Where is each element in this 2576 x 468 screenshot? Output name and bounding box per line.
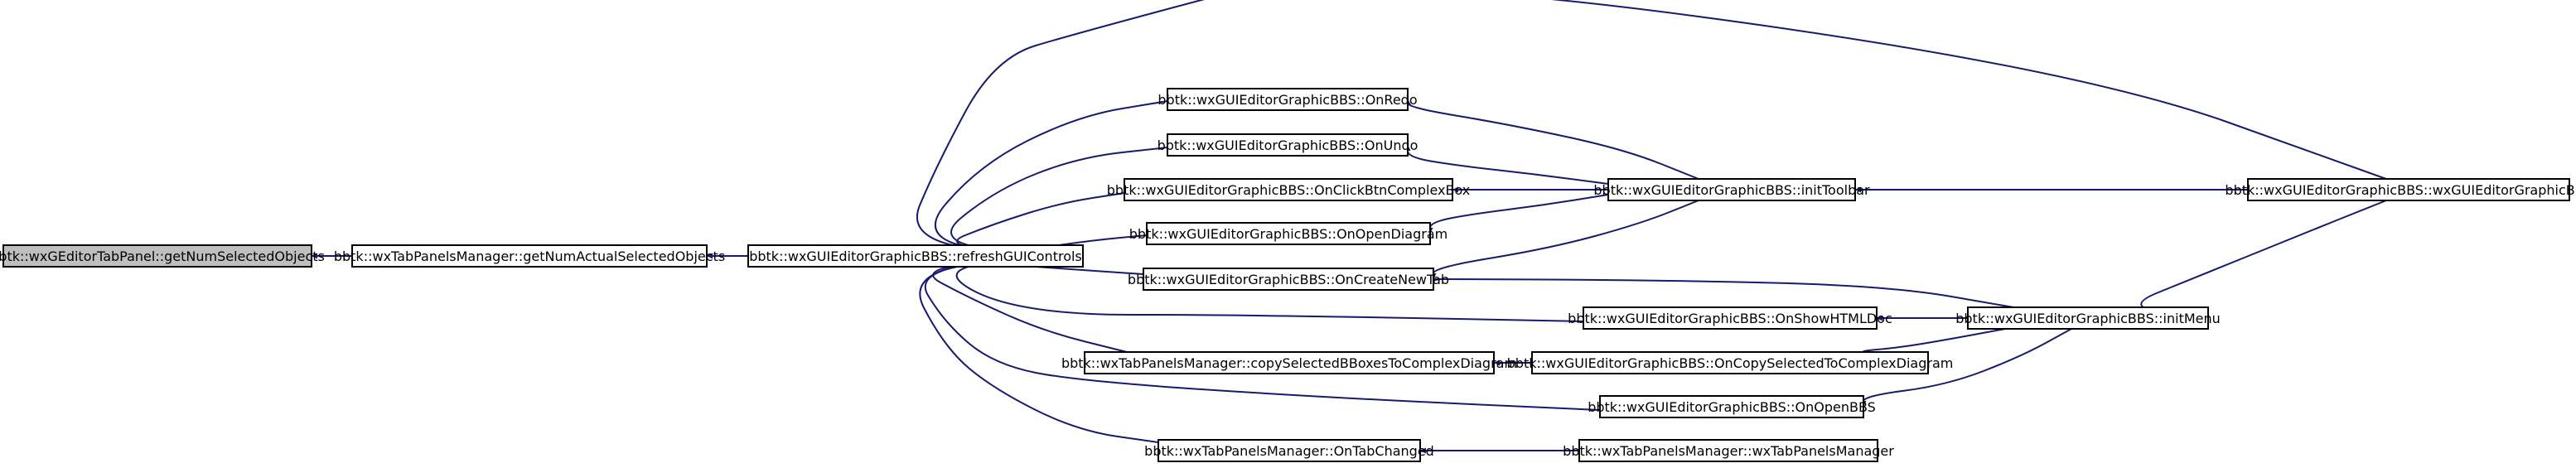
node-label: bbtk::wxTabPanelsManager::wxTabPanelsMan…	[1563, 443, 1894, 459]
graph-node[interactable]: bbtk::wxTabPanelsManager::copySelectedBB…	[1061, 351, 1517, 374]
edge-n14-to-n4	[1404, 145, 1609, 185]
node-box	[2, 244, 312, 268]
edge-n14-to-n3	[1405, 99, 1699, 180]
graph-node[interactable]: bbtk::wxGUIEditorGraphicBBS::OnOpenBBS	[1588, 395, 1876, 418]
node-box	[1167, 133, 1409, 157]
node-box	[1583, 306, 1878, 330]
graph-node[interactable]: bbtk::wxGUIEditorGraphicBBS::OnClickBtnC…	[1107, 178, 1470, 201]
edge-n14-to-n6	[1427, 194, 1609, 234]
node-label: bbtk::wxGUIEditorGraphicBBS::OnUndo	[1158, 138, 1418, 153]
edge-n12-to-n2	[919, 253, 1159, 443]
graph-node[interactable]: bbtk::wxGEditorTabPanel::getNumSelectedO…	[0, 244, 325, 268]
graph-node[interactable]: bbtk::wxTabPanelsManager::wxTabPanelsMan…	[1563, 439, 1894, 462]
node-label: bbtk::wxGUIEditorGraphicBBS::OnCopySelec…	[1507, 355, 1954, 371]
edge-n15-to-n11	[1860, 328, 2072, 407]
node-box	[351, 244, 708, 268]
node-box	[1607, 178, 1856, 201]
edges-layer	[312, 0, 2387, 454]
graph-node[interactable]: bbtk::wxTabPanelsManager::OnTabChanged	[1144, 439, 1434, 462]
edge-n4-to-n2	[950, 147, 1168, 259]
node-box	[1599, 395, 1864, 418]
node-label: bbtk::wxGUIEditorGraphicBBS::initMenu	[1955, 311, 2221, 326]
node-label: bbtk::wxGUIEditorGraphicBBS::OnShowHTMLD…	[1568, 311, 1892, 326]
nodes-layer: bbtk::wxGEditorTabPanel::getNumSelectedO…	[0, 88, 2576, 462]
edge-n3-to-n2	[934, 100, 1168, 259]
node-label: bbtk::wxTabPanelsManager::OnTabChanged	[1144, 443, 1434, 459]
graph-node[interactable]: bbtk::wxGUIEditorGraphicBBS::refreshGUIC…	[747, 244, 1084, 268]
node-box	[2247, 178, 2570, 201]
edge-n14-to-n7	[1430, 200, 1699, 279]
edge-n9-to-n2	[932, 253, 1128, 353]
node-label: bbtk::wxGUIEditorGraphicBBS::OnClickBtnC…	[1107, 182, 1470, 198]
node-box	[1967, 306, 2209, 330]
graph-node[interactable]: bbtk::wxGUIEditorGraphicBBS::OnOpenDiagr…	[1129, 222, 1447, 245]
graph-node[interactable]: bbtk::wxGUIEditorGraphicBBS::OnCopySelec…	[1507, 351, 1954, 374]
graph-node[interactable]: bbtk::wxGUIEditorGraphicBBS::initMenu	[1955, 306, 2221, 330]
graph-node[interactable]: bbtk::wxGUIEditorGraphicBBS::OnRedo	[1158, 88, 1418, 111]
node-label: bbtk::wxGUIEditorGraphicBBS::OnOpenDiagr…	[1129, 226, 1447, 242]
graph-node[interactable]: bbtk::wxGUIEditorGraphicBBS::OnShowHTMLD…	[1568, 306, 1892, 330]
node-box	[1124, 178, 1453, 201]
graph-node[interactable]: bbtk::wxGUIEditorGraphicBBS::initToolbar	[1593, 178, 1870, 201]
node-box	[1531, 351, 1929, 374]
node-box	[1167, 88, 1409, 111]
node-label: bbtk::wxGUIEditorGraphicBBS::wxGUIEditor…	[2225, 182, 2576, 198]
node-label: bbtk::wxGUIEditorGraphicBBS::OnRedo	[1158, 92, 1417, 108]
node-label: bbtk::wxGUIEditorGraphicBBS::initToolbar	[1593, 182, 1870, 198]
edge-n15-to-n7	[1433, 276, 2014, 308]
node-box	[1143, 268, 1434, 291]
node-label: bbtk::wxTabPanelsManager::getNumActualSe…	[334, 248, 725, 264]
node-label: bbtk::wxGEditorTabPanel::getNumSelectedO…	[0, 248, 325, 264]
edge-n16-to-n2	[916, 0, 2387, 259]
node-label: bbtk::wxTabPanelsManager::copySelectedBB…	[1061, 355, 1517, 371]
edge-n8-to-n2	[955, 253, 1584, 322]
edge-n11-to-n2	[924, 253, 1601, 411]
graph-node[interactable]: bbtk::wxGUIEditorGraphicBBS::OnUndo	[1158, 133, 1418, 157]
graph-node[interactable]: bbtk::wxGUIEditorGraphicBBS::OnCreateNew…	[1128, 268, 1449, 291]
node-box	[1084, 351, 1495, 374]
graph-node[interactable]: bbtk::wxGUIEditorGraphicBBS::wxGUIEditor…	[2225, 178, 2576, 201]
node-box	[1146, 222, 1431, 245]
graph-node[interactable]: bbtk::wxTabPanelsManager::getNumActualSe…	[334, 244, 725, 268]
node-box	[1158, 439, 1421, 462]
node-label: bbtk::wxGUIEditorGraphicBBS::OnOpenBBS	[1588, 399, 1876, 415]
node-label: bbtk::wxGUIEditorGraphicBBS::OnCreateNew…	[1128, 272, 1449, 287]
node-box	[747, 244, 1084, 268]
node-box	[1578, 439, 1878, 462]
node-label: bbtk::wxGUIEditorGraphicBBS::refreshGUIC…	[749, 248, 1082, 264]
edge-n16-to-n15	[2140, 200, 2387, 321]
